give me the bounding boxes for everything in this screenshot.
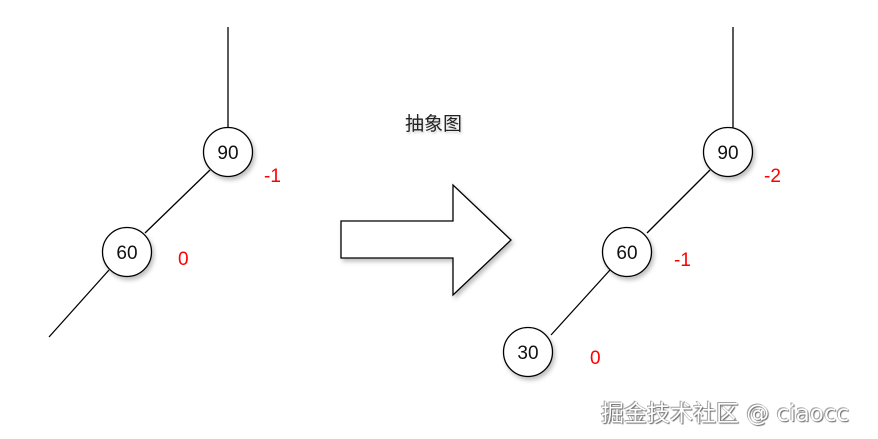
left-tree: 90 -1 60 0 bbox=[48, 27, 281, 338]
balance-factor: 0 bbox=[178, 249, 189, 270]
balance-factor: -1 bbox=[674, 250, 691, 271]
right-edge-90-60 bbox=[646, 169, 711, 234]
balance-factor: -1 bbox=[264, 166, 281, 187]
right-node-90: 90 bbox=[702, 126, 754, 178]
diagram-title: 抽象图 bbox=[405, 113, 463, 135]
node-value: 90 bbox=[717, 143, 738, 164]
node-value: 90 bbox=[217, 143, 238, 164]
watermark: 掘金技术社区 @ ciaocc bbox=[601, 401, 850, 427]
balance-factor: -2 bbox=[764, 166, 781, 187]
left-node-90: 90 bbox=[202, 126, 254, 178]
left-edge-90-60 bbox=[144, 169, 211, 234]
balance-factor: 0 bbox=[590, 348, 601, 369]
right-node-60: 60 bbox=[601, 226, 653, 278]
right-arrow-icon bbox=[340, 183, 512, 297]
node-value: 60 bbox=[616, 243, 637, 264]
left-child-edge-60 bbox=[48, 269, 110, 338]
left-node-60: 60 bbox=[101, 226, 153, 278]
node-value: 60 bbox=[116, 243, 137, 264]
right-edge-60-30 bbox=[550, 269, 611, 336]
right-tree: 90 -2 60 -1 30 0 bbox=[502, 27, 781, 378]
right-node-30: 30 bbox=[502, 326, 554, 378]
node-value: 30 bbox=[517, 343, 538, 364]
